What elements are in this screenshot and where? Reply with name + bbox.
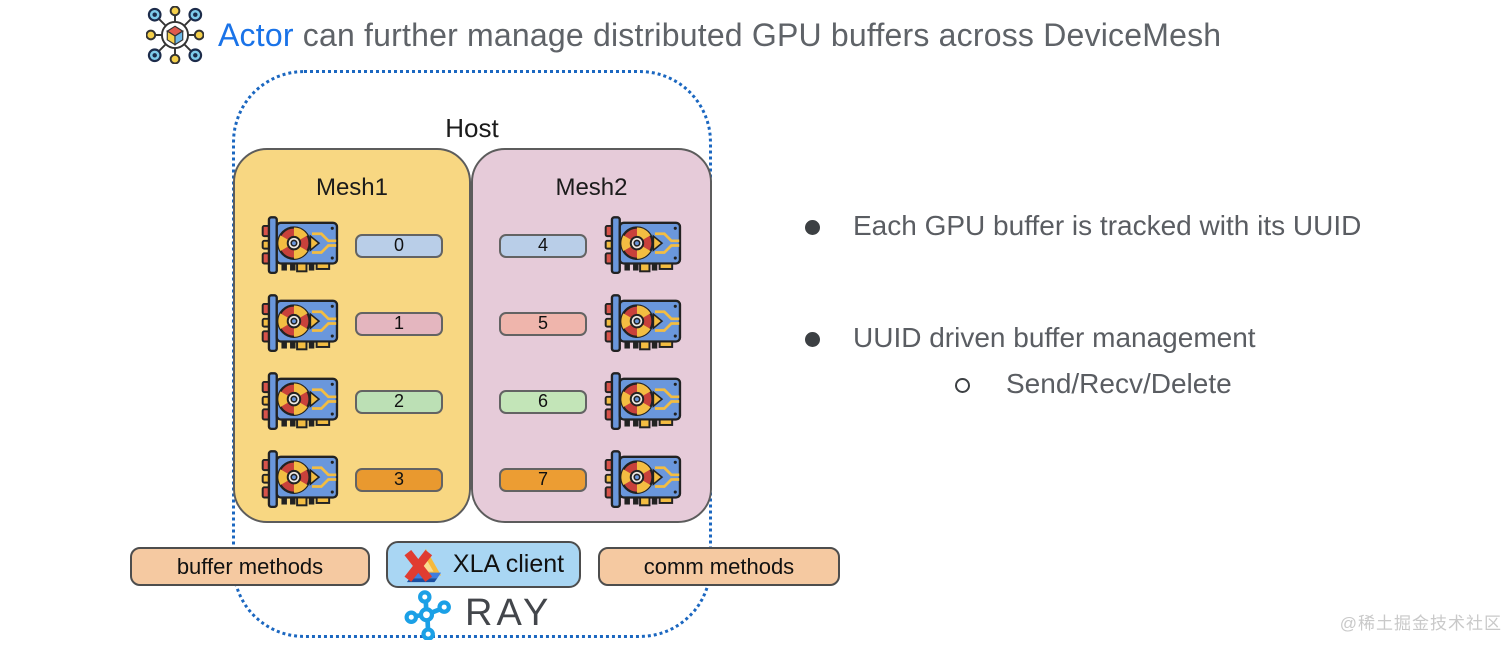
buffer-chip-5: 5 [499, 311, 587, 336]
title-highlight: Actor [218, 16, 294, 53]
gpu-row: 2 [261, 371, 443, 432]
bullet-ring-icon [955, 378, 970, 393]
gpu-row: 7 [499, 449, 684, 510]
page-title: Actor can further manage distributed GPU… [218, 17, 1221, 54]
distributed-actor-icon [146, 6, 204, 64]
gpu-row: 6 [499, 371, 684, 432]
subbullet-send-recv-delete: Send/Recv/Delete [955, 368, 1232, 400]
gpu-icon [261, 215, 341, 276]
gpu-row: 1 [261, 293, 443, 354]
bullet-uuid-tracked: Each GPU buffer is tracked with its UUID [805, 210, 1361, 242]
watermark: @稀土掘金技术社区 [1339, 614, 1502, 633]
bullet-text: Send/Recv/Delete [1006, 368, 1232, 399]
buffer-chip-2: 2 [355, 389, 443, 414]
mesh1-box: Mesh1 0 1 2 3 [233, 148, 471, 523]
mesh2-box: Mesh2 4 5 6 7 [471, 148, 712, 523]
xla-logo-icon [403, 546, 445, 584]
bullet-text: UUID driven buffer management [853, 322, 1256, 353]
host-label: Host [445, 113, 499, 143]
gpu-row: 0 [261, 215, 443, 276]
buffer-chip-6: 6 [499, 389, 587, 414]
buffer-chip-3: 3 [355, 467, 443, 492]
gpu-icon [261, 371, 341, 432]
slide-title: Actor can further manage distributed GPU… [146, 6, 1221, 64]
mesh2-rows: 4 5 6 7 [473, 204, 710, 510]
title-rest: can further manage distributed GPU buffe… [293, 16, 1222, 53]
gpu-row: 4 [499, 215, 684, 276]
gpu-icon [604, 449, 684, 510]
xla-client-label: XLA client [452, 550, 565, 578]
buffer-chip-1: 1 [355, 311, 443, 336]
buffer-methods-button: buffer methods [130, 547, 370, 586]
gpu-row: 5 [499, 293, 684, 354]
mesh1-rows: 0 1 2 3 [235, 204, 469, 510]
buffer-chip-4: 4 [499, 233, 587, 258]
bullet-dot-icon [805, 220, 820, 235]
comm-methods-button: comm methods [598, 547, 840, 586]
gpu-icon [604, 215, 684, 276]
gpu-icon [604, 293, 684, 354]
buffer-chip-7: 7 [499, 467, 587, 492]
gpu-icon [604, 371, 684, 432]
ray-logo-icon [399, 586, 459, 640]
gpu-icon [261, 449, 341, 510]
mesh1-label: Mesh1 [315, 174, 389, 201]
bullet-uuid-management: UUID driven buffer management [805, 322, 1256, 354]
gpu-icon [261, 293, 341, 354]
bullet-dot-icon [805, 332, 820, 347]
xla-client-button: XLA client [386, 541, 581, 588]
ray-logo-text: RAY [465, 591, 553, 634]
gpu-row: 3 [261, 449, 443, 510]
buffer-chip-0: 0 [355, 233, 443, 258]
mesh2-label: Mesh2 [555, 174, 628, 201]
ray-logo: RAY [399, 586, 552, 640]
bullet-text: Each GPU buffer is tracked with its UUID [853, 210, 1362, 241]
